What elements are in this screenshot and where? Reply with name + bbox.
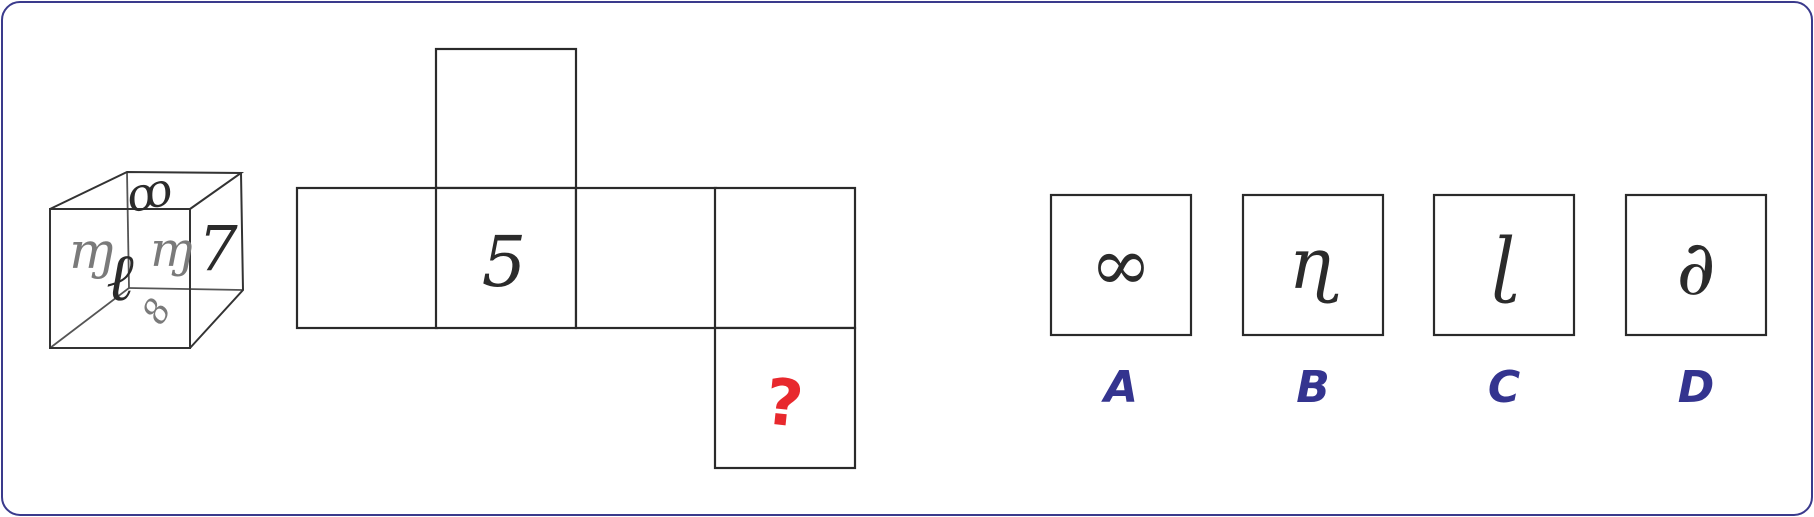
- net-square-center: [434, 186, 578, 330]
- cube-right-face: [189, 172, 245, 349]
- cube-front-symbol: ɱ: [68, 222, 115, 280]
- net-square-right: [574, 186, 718, 330]
- cube-right-symbol-a: ɱ: [149, 222, 195, 278]
- cube-net: 5 ?: [295, 47, 857, 470]
- cube-front-face: [49, 208, 191, 349]
- option-c-label: C: [1488, 362, 1520, 413]
- cube-right-symbol-b: 7: [198, 212, 238, 285]
- option-a[interactable]: ∞ A: [1049, 193, 1193, 413]
- cube: ꝏ ɱ ℓ ɱ 7 8: [49, 161, 245, 349]
- net-center-symbol: 5: [482, 221, 527, 303]
- option-b[interactable]: ɳ B: [1241, 193, 1385, 413]
- option-c[interactable]: ɭ C: [1432, 193, 1576, 413]
- option-a-symbol: ∞: [1090, 222, 1152, 308]
- option-d-box[interactable]: [1624, 193, 1768, 337]
- option-d-symbol: ∂: [1676, 223, 1715, 312]
- option-b-symbol: ɳ: [1289, 223, 1339, 305]
- net-square-left: [295, 186, 439, 330]
- cube-hidden-edge: [49, 287, 130, 349]
- option-c-box[interactable]: [1432, 193, 1576, 337]
- option-d[interactable]: ∂ D: [1624, 193, 1768, 413]
- question-mark: ?: [762, 365, 807, 442]
- cube-hidden-edge: [126, 171, 130, 289]
- cube-hidden-edge: [128, 287, 244, 291]
- net-square-top: [434, 47, 578, 190]
- option-a-label: A: [1101, 362, 1138, 413]
- cube-top-face: [49, 170, 245, 210]
- option-c-symbol: ɭ: [1491, 223, 1516, 305]
- net-square-bottom: [713, 326, 857, 470]
- option-b-box[interactable]: [1241, 193, 1385, 337]
- option-d-label: D: [1678, 362, 1715, 413]
- cube-front-overlay-symbol: ℓ: [106, 239, 134, 316]
- cube-top-symbol: ꝏ: [121, 161, 177, 223]
- option-b-label: B: [1296, 362, 1330, 413]
- net-square-far-right: [713, 186, 857, 330]
- option-a-box[interactable]: [1049, 193, 1193, 337]
